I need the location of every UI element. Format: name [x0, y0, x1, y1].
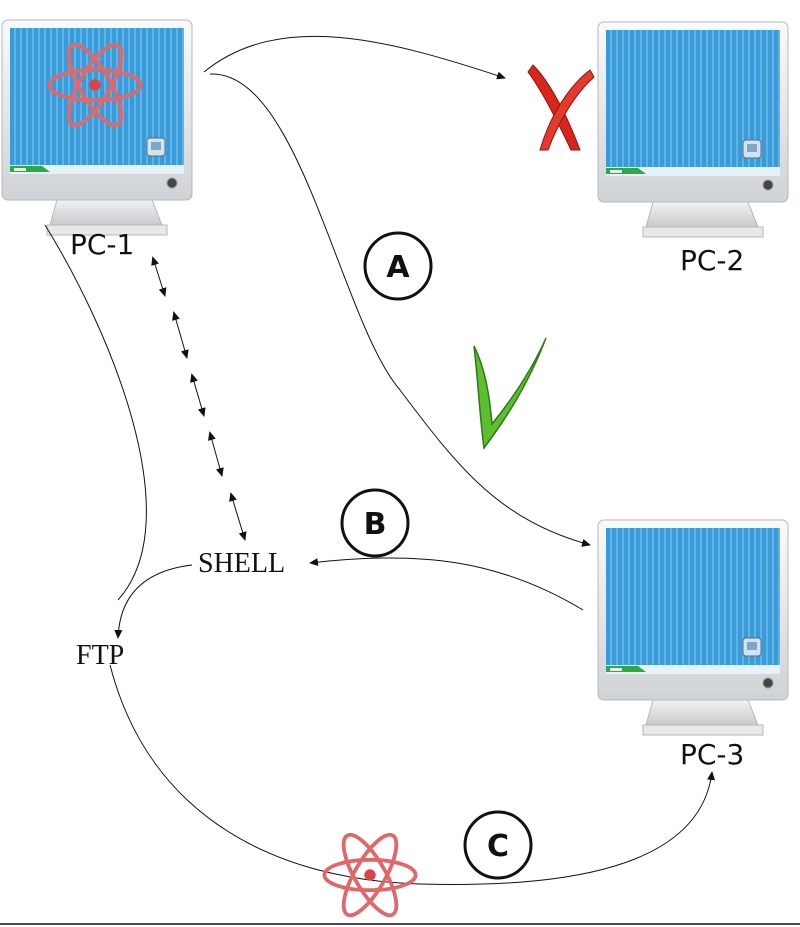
- arrow-pc1-to-pc3: [209, 73, 591, 547]
- step-a-letter: A: [386, 250, 410, 285]
- pc-3-monitor: [597, 519, 789, 736]
- pc-2-label: PC-2: [680, 244, 744, 277]
- shell-label: SHELL: [198, 548, 285, 579]
- green-checkmark-icon: [473, 337, 547, 450]
- arrow-shell-to-ftp: [114, 564, 193, 639]
- line-pc1-to-ftp: [44, 224, 147, 601]
- pc-1-monitor: [1, 19, 193, 236]
- red-cross-icon: [527, 64, 595, 151]
- pc-2-monitor: [597, 21, 789, 238]
- step-c-letter: C: [487, 829, 509, 864]
- ftp-label: FTP: [76, 640, 124, 671]
- pc1-shell-link: [151, 256, 247, 541]
- step-b-letter: B: [364, 507, 387, 542]
- arrow-pc3-to-shell: [309, 557, 584, 611]
- step-b-marker: B: [340, 488, 410, 558]
- pc-1-label: PC-1: [70, 228, 134, 261]
- pc-3-label: PC-3: [680, 738, 744, 771]
- arrow-ftp-to-pc3: [109, 664, 715, 885]
- step-c-marker: C: [463, 810, 533, 880]
- step-a-marker: A: [363, 231, 433, 301]
- arrow-pc1-to-pc2: [203, 35, 506, 80]
